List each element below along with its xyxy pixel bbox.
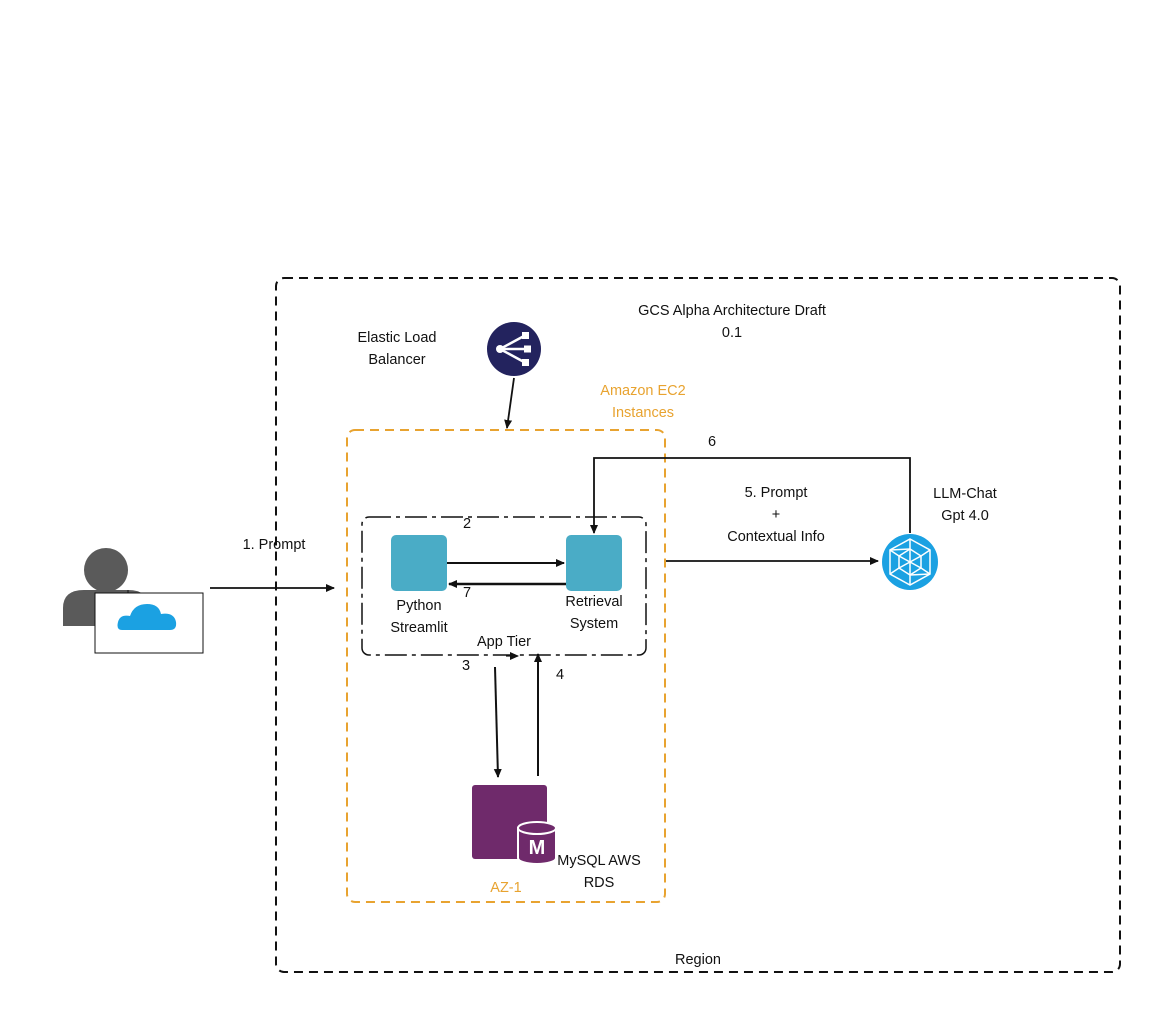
app-tier-label: App Tier [477, 634, 531, 650]
retrieval-system-label: Retrieval System [565, 594, 623, 632]
elb-label: Elastic Load Balancer [357, 330, 437, 368]
step-7-label: 7 [462, 585, 472, 601]
ec2-instances-boundary [346, 429, 666, 903]
elb-to-ec2-arrow [504, 377, 515, 429]
diagram-title: GCS Alpha Architecture Draft 0.1 [638, 303, 826, 341]
user-with-cloud-icon [63, 548, 204, 654]
az-label: AZ-1 [490, 880, 522, 896]
step-5-label: 5. Prompt + Contextual Info [727, 485, 825, 545]
mysql-badge: M [528, 837, 546, 859]
python-streamlit-node [391, 535, 447, 591]
retrieval-system-node [566, 535, 622, 591]
step-6-arrow [590, 457, 911, 534]
step-2-label: 2 [462, 516, 472, 532]
step-3-arrow [493, 666, 502, 778]
mysql-label: MySQL AWS RDS [557, 853, 641, 891]
python-streamlit-label: Python Streamlit [390, 598, 448, 636]
elastic-load-balancer-icon [487, 322, 541, 376]
step-6-label: 6 [707, 434, 717, 450]
llm-label: LLM-Chat Gpt 4.0 [933, 486, 997, 524]
app-tier-boundary [361, 516, 647, 656]
network-globe-icon [882, 534, 938, 590]
region-label: Region [675, 952, 721, 968]
step-1-label: 1. Prompt [242, 537, 306, 553]
step-4-label: 4 [555, 667, 565, 683]
mysql-rds-icon [472, 785, 557, 865]
region-boundary [275, 277, 1121, 973]
ec2-label: Amazon EC2 Instances [600, 383, 686, 421]
step-3-label: 3 [461, 658, 471, 674]
